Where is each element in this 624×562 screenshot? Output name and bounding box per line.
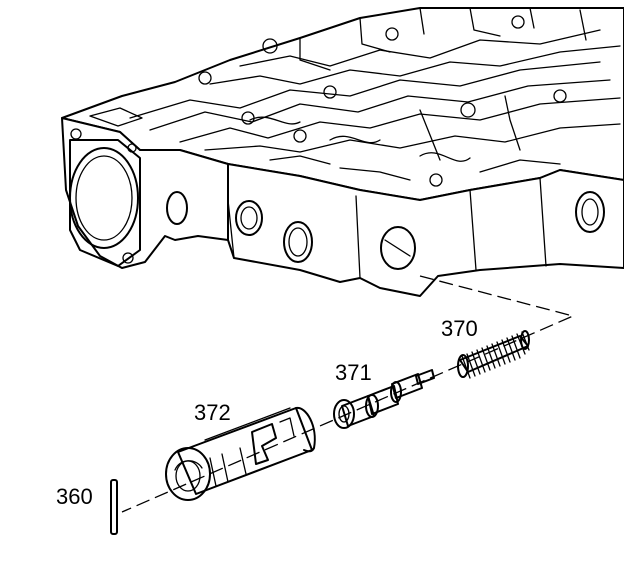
valve-371 xyxy=(333,369,435,429)
sleeve-372 xyxy=(165,406,316,501)
valve-body xyxy=(61,7,624,297)
pin-360 xyxy=(110,479,118,535)
callout-370: 370 xyxy=(441,316,478,341)
callout-360: 360 xyxy=(56,484,93,509)
valve-body-front-face xyxy=(227,163,624,297)
spring-370 xyxy=(457,330,530,379)
deck-bolt-holes xyxy=(198,15,567,187)
assembly-leader-line xyxy=(121,275,575,513)
callout-372: 372 xyxy=(194,400,231,425)
front-face-bores xyxy=(166,177,605,279)
valve-body-channels xyxy=(129,7,621,181)
valve-body-bore-boss xyxy=(69,107,143,267)
callout-371: 371 xyxy=(335,360,372,385)
